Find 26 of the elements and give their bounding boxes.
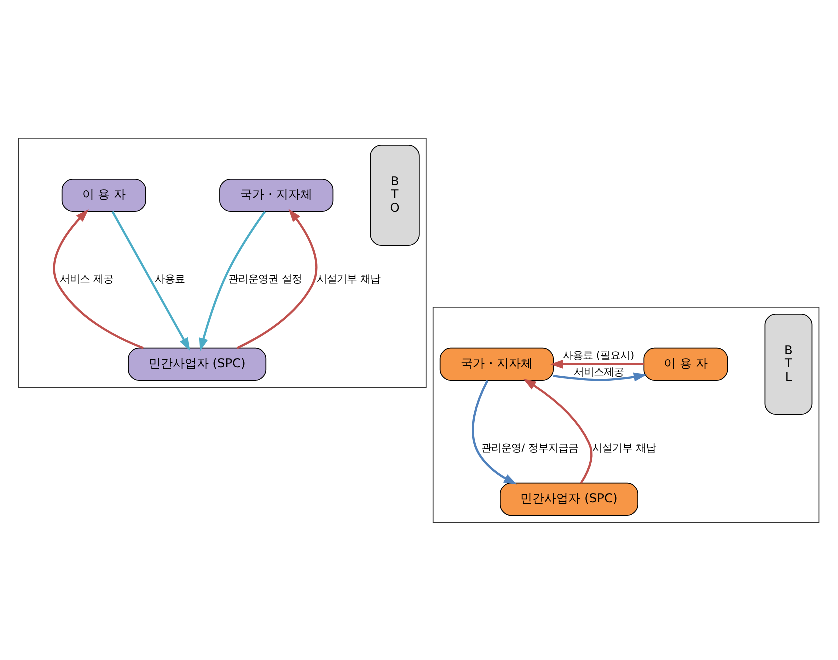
edge-label: 서비스제공 bbox=[574, 366, 624, 378]
arrow bbox=[112, 210, 190, 351]
node-box: 민간사업자 (SPC) bbox=[128, 347, 267, 381]
arrow bbox=[199, 210, 266, 351]
arrow bbox=[236, 208, 318, 349]
cluster bbox=[432, 306, 820, 522]
edge-label: 관리운영/ 정부지급금 bbox=[482, 442, 578, 454]
edge-label: 관리운영권 설정 bbox=[228, 273, 302, 286]
node-box: 이 용 자 bbox=[62, 178, 146, 212]
edge-label: 사용료 (필요시) bbox=[563, 349, 635, 362]
edge-label: 서비스 제공 bbox=[60, 273, 114, 286]
arrow bbox=[53, 208, 144, 349]
node-box: 국가・지자체 bbox=[440, 347, 554, 381]
arrow bbox=[523, 378, 593, 484]
edge-label: 시설기부 채납 bbox=[592, 442, 656, 454]
node-box: 국가・지자체 bbox=[220, 178, 334, 212]
edge-label: 시설기부 채납 bbox=[317, 273, 381, 286]
cluster bbox=[18, 138, 427, 388]
arrow bbox=[553, 372, 648, 382]
arrow bbox=[550, 359, 644, 369]
node-box: 민간사업자 (SPC) bbox=[500, 482, 638, 516]
arrow bbox=[472, 380, 518, 484]
edge-label: 사용료 bbox=[154, 273, 185, 286]
node-box: B T O bbox=[370, 144, 420, 246]
node-box: B T L bbox=[764, 313, 813, 414]
node-box: 이 용 자 bbox=[644, 347, 728, 381]
